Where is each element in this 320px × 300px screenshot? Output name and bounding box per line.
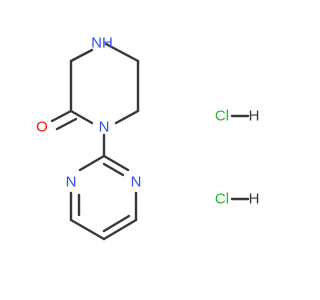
hcl1-cl-label: Cl [215, 108, 229, 125]
hcl2-h-label: H [249, 191, 260, 208]
molecule-drawing: NH N O N N Cl H Cl H [36, 35, 260, 241]
ring-n-label: N [99, 119, 110, 136]
bond-c2-o-a [50, 109, 73, 123]
structure-diagram: NH N O N N Cl H Cl H [36, 35, 260, 241]
bond-n-left-c2p [78, 154, 106, 172]
pyrimidine-ring [69, 154, 138, 241]
oxygen-label: O [36, 119, 48, 136]
bond-c2p-n-right [102, 154, 130, 172]
nh-label: NH [91, 35, 113, 52]
bond-c5-c6 [69, 218, 106, 241]
bond-n1-c2 [69, 109, 94, 125]
bond-c3-nh [69, 48, 94, 63]
piperazinone-ring [50, 42, 140, 131]
bond-c2-o-b [55, 117, 78, 131]
bond-c4-c5-inner [102, 214, 131, 233]
hcl1-h-label: H [249, 108, 260, 125]
bond-c2p-n-right-inner [102, 162, 125, 177]
bond-c4-c5 [102, 218, 138, 241]
pyrimidine-n-right-label: N [131, 174, 142, 191]
bond-c5-n1 [114, 109, 140, 125]
bond-nh-c6 [104, 42, 140, 63]
hcl2-cl-label: Cl [215, 191, 229, 208]
pyrimidine-n-left-label: N [66, 174, 77, 191]
